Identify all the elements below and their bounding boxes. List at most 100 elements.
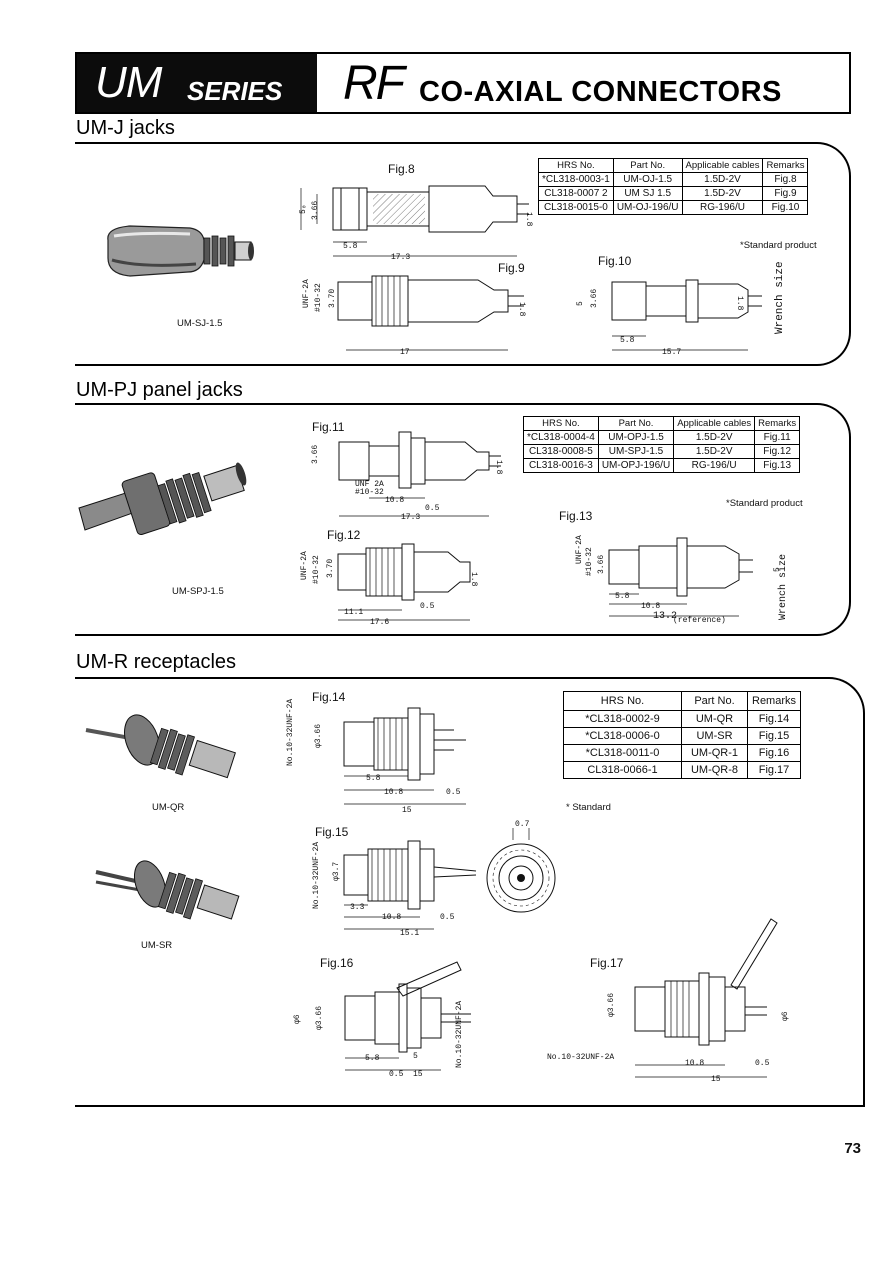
table-row: *CL318-0003-1 UM-OJ-1.5 1.5D-2V Fig.8 xyxy=(538,172,809,187)
table-header-row: HRS No. Part No. Applicable cables Remar… xyxy=(523,416,801,431)
fig16-label: Fig.16 xyxy=(320,956,354,970)
cell: UM-OPJ-1.5 xyxy=(597,430,675,445)
table-row: *CL318-0002-9 UM-QR Fig.14 xyxy=(563,710,802,728)
fig14-dim-5: 15 xyxy=(402,806,412,815)
section-panel-umpj xyxy=(75,403,851,636)
fig15-dim-1: φ3.7 xyxy=(332,862,341,881)
series-banner: UM SERIES RF CO-AXIAL CONNECTORS xyxy=(75,52,851,114)
fig8-dim-2: 1.8 xyxy=(524,212,533,227)
banner-um: UM xyxy=(95,58,162,107)
fig13-dim-7: Wrench size xyxy=(777,554,789,620)
section-panel-umj xyxy=(75,142,851,366)
table-header-row: HRS No. Part No. Applicable cables Remar… xyxy=(538,158,809,173)
fig8-dim-1: 3.66 xyxy=(311,201,320,220)
fig17-dim-0: φ3.66 xyxy=(607,993,616,1017)
col-hrs: HRS No. xyxy=(563,691,682,711)
cell: Fig.16 xyxy=(746,744,802,762)
fig15-dim-0: No.10-32UNF-2A xyxy=(312,842,321,909)
fig11-dim-3: 10.8 xyxy=(385,496,404,505)
cell: 1.5D-2V xyxy=(673,430,756,445)
cell: Fig.17 xyxy=(746,761,802,779)
photo-caption-um-spj: UM-SPJ-1.5 xyxy=(172,586,224,597)
table-row: CL318-0008-5 UM-SPJ-1.5 1.5D-2V Fig.12 xyxy=(523,444,801,459)
fig13-dim-3: 5.8 xyxy=(615,592,630,601)
cell: UM-OJ-1.5 xyxy=(612,172,683,187)
cell: CL318-0008-5 xyxy=(523,444,599,459)
fig10-dim-1: 3.66 xyxy=(590,289,599,308)
photo-caption-um-qr: UM-QR xyxy=(152,802,185,813)
table-row: CL318-0015-0 UM-OJ-196/U RG-196/U Fig.10 xyxy=(538,200,809,215)
col-remarks: Remarks xyxy=(754,416,801,431)
cell: UM-OJ-196/U xyxy=(612,200,683,215)
fig11-dim-0: 3.66 xyxy=(311,445,320,464)
umpj-spec-table: HRS No. Part No. Applicable cables Remar… xyxy=(523,416,801,473)
section-title-umj: UM-J jacks xyxy=(76,117,175,139)
fig17-dim-5: 15 xyxy=(711,1075,721,1084)
col-part: Part No. xyxy=(612,158,683,173)
fig9-dim-3: 1.8 xyxy=(517,302,526,317)
fig10-drawing: 5 3.66 1.8 5.8 15.7 Wrench size xyxy=(576,261,786,357)
fig15-front-view: 0.7 xyxy=(486,820,556,913)
cell: *CL318-0006-0 xyxy=(563,727,682,745)
fig8-dim-3: 5.8 xyxy=(343,242,358,251)
umr-table-note: * Standard xyxy=(566,802,611,813)
fig16-drawing: φ6 φ3.66 No.10-32UNF-2A 5.8 0.5 15 5 xyxy=(293,961,471,1079)
cell: Fig.8 xyxy=(762,172,809,187)
fig12-drawing: UNF-2A #10-32 3.70 11.1 0.5 17.6 1.8 xyxy=(300,543,478,627)
fig14-label: Fig.14 xyxy=(312,690,346,704)
fig10-dim-4: 15.7 xyxy=(662,348,681,357)
cell: UM-SPJ-1.5 xyxy=(597,444,675,459)
col-remarks: Remarks xyxy=(746,691,802,711)
page-number: 73 xyxy=(844,1140,861,1157)
cell: Fig.15 xyxy=(746,727,802,745)
fig14-dim-1: φ3.66 xyxy=(314,724,323,748)
fig12-dim-0: UNF-2A xyxy=(300,551,309,580)
fig12-label: Fig.12 xyxy=(327,528,361,542)
fig8-drawing: 5₀ 3.66 1.8 5.8 17.3 xyxy=(299,185,533,262)
cell: CL318-0015-0 xyxy=(538,200,614,215)
fig16-dim-0: φ6 xyxy=(293,1014,302,1024)
table-row: *CL318-0006-0 UM-SR Fig.15 xyxy=(563,727,802,745)
fig10-dim-2: 1.8 xyxy=(735,296,744,311)
cell: *CL318-0003-1 xyxy=(538,172,614,187)
fig17-dim-2: No.10-32UNF-2A xyxy=(547,1053,614,1062)
fig17-dim-1: φ6 xyxy=(781,1011,790,1021)
cell: UM-OPJ-196/U xyxy=(597,458,675,473)
cell: Fig.13 xyxy=(754,458,801,473)
fig13-dim-5: 13.2 xyxy=(653,611,677,622)
fig17-dim-3: 10.8 xyxy=(685,1059,704,1068)
fig13-dim-0: UNF-2A xyxy=(575,535,584,564)
table-row: CL318-0016-3 UM-OPJ-196/U RG-196/U Fig.1… xyxy=(523,458,801,473)
fig15-dim-3: 10.8 xyxy=(382,913,401,922)
fig11-dim-2: #10-32 xyxy=(355,488,384,497)
fig11-dim-6: 1.8 xyxy=(494,460,503,475)
table-header-row: HRS No. Part No. Remarks xyxy=(563,691,802,711)
fig12-dim-2: 3.70 xyxy=(326,559,335,578)
cell: 1.5D-2V xyxy=(673,444,756,459)
cell: Fig.11 xyxy=(754,430,801,445)
fig10-dim-3: 5.8 xyxy=(620,336,635,345)
cell: UM-QR-8 xyxy=(681,761,748,779)
fig16-dim-4: 0.5 xyxy=(389,1070,404,1079)
cell: Fig.10 xyxy=(762,200,809,215)
fig13-dim-1: #10-32 xyxy=(585,547,594,576)
table-row: CL318-0007 2 UM SJ 1.5 1.5D-2V Fig.9 xyxy=(538,186,809,201)
fig14-dim-0: No.10-32UNF-2A xyxy=(286,699,295,766)
cell: Fig.12 xyxy=(754,444,801,459)
fig15-dim-2: 3.3 xyxy=(350,903,365,912)
fig12-dim-4: 0.5 xyxy=(420,602,435,611)
fig8-dim-4: 17.3 xyxy=(391,253,410,262)
fig10-dim-5: Wrench size xyxy=(774,261,786,334)
fig11-dim-1: UNF 2A xyxy=(355,480,384,489)
fig8-label: Fig.8 xyxy=(388,162,415,176)
fig15-label: Fig.15 xyxy=(315,825,349,839)
fig11-drawing: 3.66 UNF 2A #10-32 10.8 0.5 17.3 1.8 xyxy=(311,431,503,522)
cell: 1.5D-2V xyxy=(681,172,764,187)
product-photo-um-sj xyxy=(107,225,254,277)
table-row: *CL318-0011-0 UM-QR-1 Fig.16 xyxy=(563,744,802,762)
fig14-dim-2: 5.8 xyxy=(366,774,381,783)
fig14-drawing: No.10-32UNF-2A φ3.66 5.8 10.8 0.5 15 xyxy=(286,699,466,815)
photo-caption-um-sr: UM-SR xyxy=(141,940,173,951)
col-cables: Applicable cables xyxy=(681,158,764,173)
product-photo-um-qr xyxy=(85,714,236,779)
